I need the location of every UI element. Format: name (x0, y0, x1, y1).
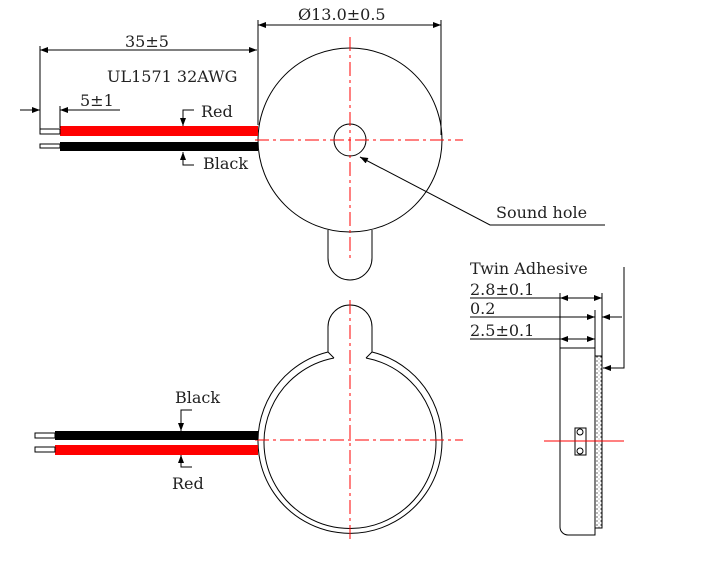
black-label-bottom: Black (175, 388, 220, 407)
red-label-bottom: Red (172, 474, 204, 493)
side-view: Twin Adhesive 2.8±0.1 0.2 2.5±0.1 (470, 259, 625, 536)
black-wire-bottom (55, 431, 258, 440)
red-label: Red (201, 102, 233, 121)
adhesive-thickness-dim: 0.2 (470, 299, 495, 318)
body-side (559, 347, 596, 536)
red-wire (60, 126, 258, 136)
bottom-view: Black Red (34, 300, 463, 540)
sound-hole-label: Sound hole (496, 203, 587, 222)
wire-spec: UL1571 32AWG (107, 67, 237, 86)
strip-length-dim: 5±1 (80, 91, 114, 110)
adhesive-label: Twin Adhesive (470, 259, 588, 278)
red-wire-bottom (55, 445, 258, 455)
body-thickness-dim: 2.5±0.1 (470, 321, 534, 340)
buzzer-outline-bottom (257, 304, 443, 534)
black-wire (60, 142, 258, 151)
lead-length-dim: 35±5 (125, 32, 169, 51)
top-view: Ø13.0±0.5 35±5 UL1571 32AWG 5±1 Red Blac… (20, 5, 605, 281)
black-label: Black (203, 154, 248, 173)
terminal-tab (327, 230, 373, 281)
black-wire-bare-end (39, 143, 61, 149)
red-wire-bare-end (39, 128, 61, 135)
total-thickness-dim: 2.8±0.1 (470, 280, 534, 299)
diameter-dim: Ø13.0±0.5 (298, 5, 386, 24)
twin-adhesive (594, 355, 603, 529)
